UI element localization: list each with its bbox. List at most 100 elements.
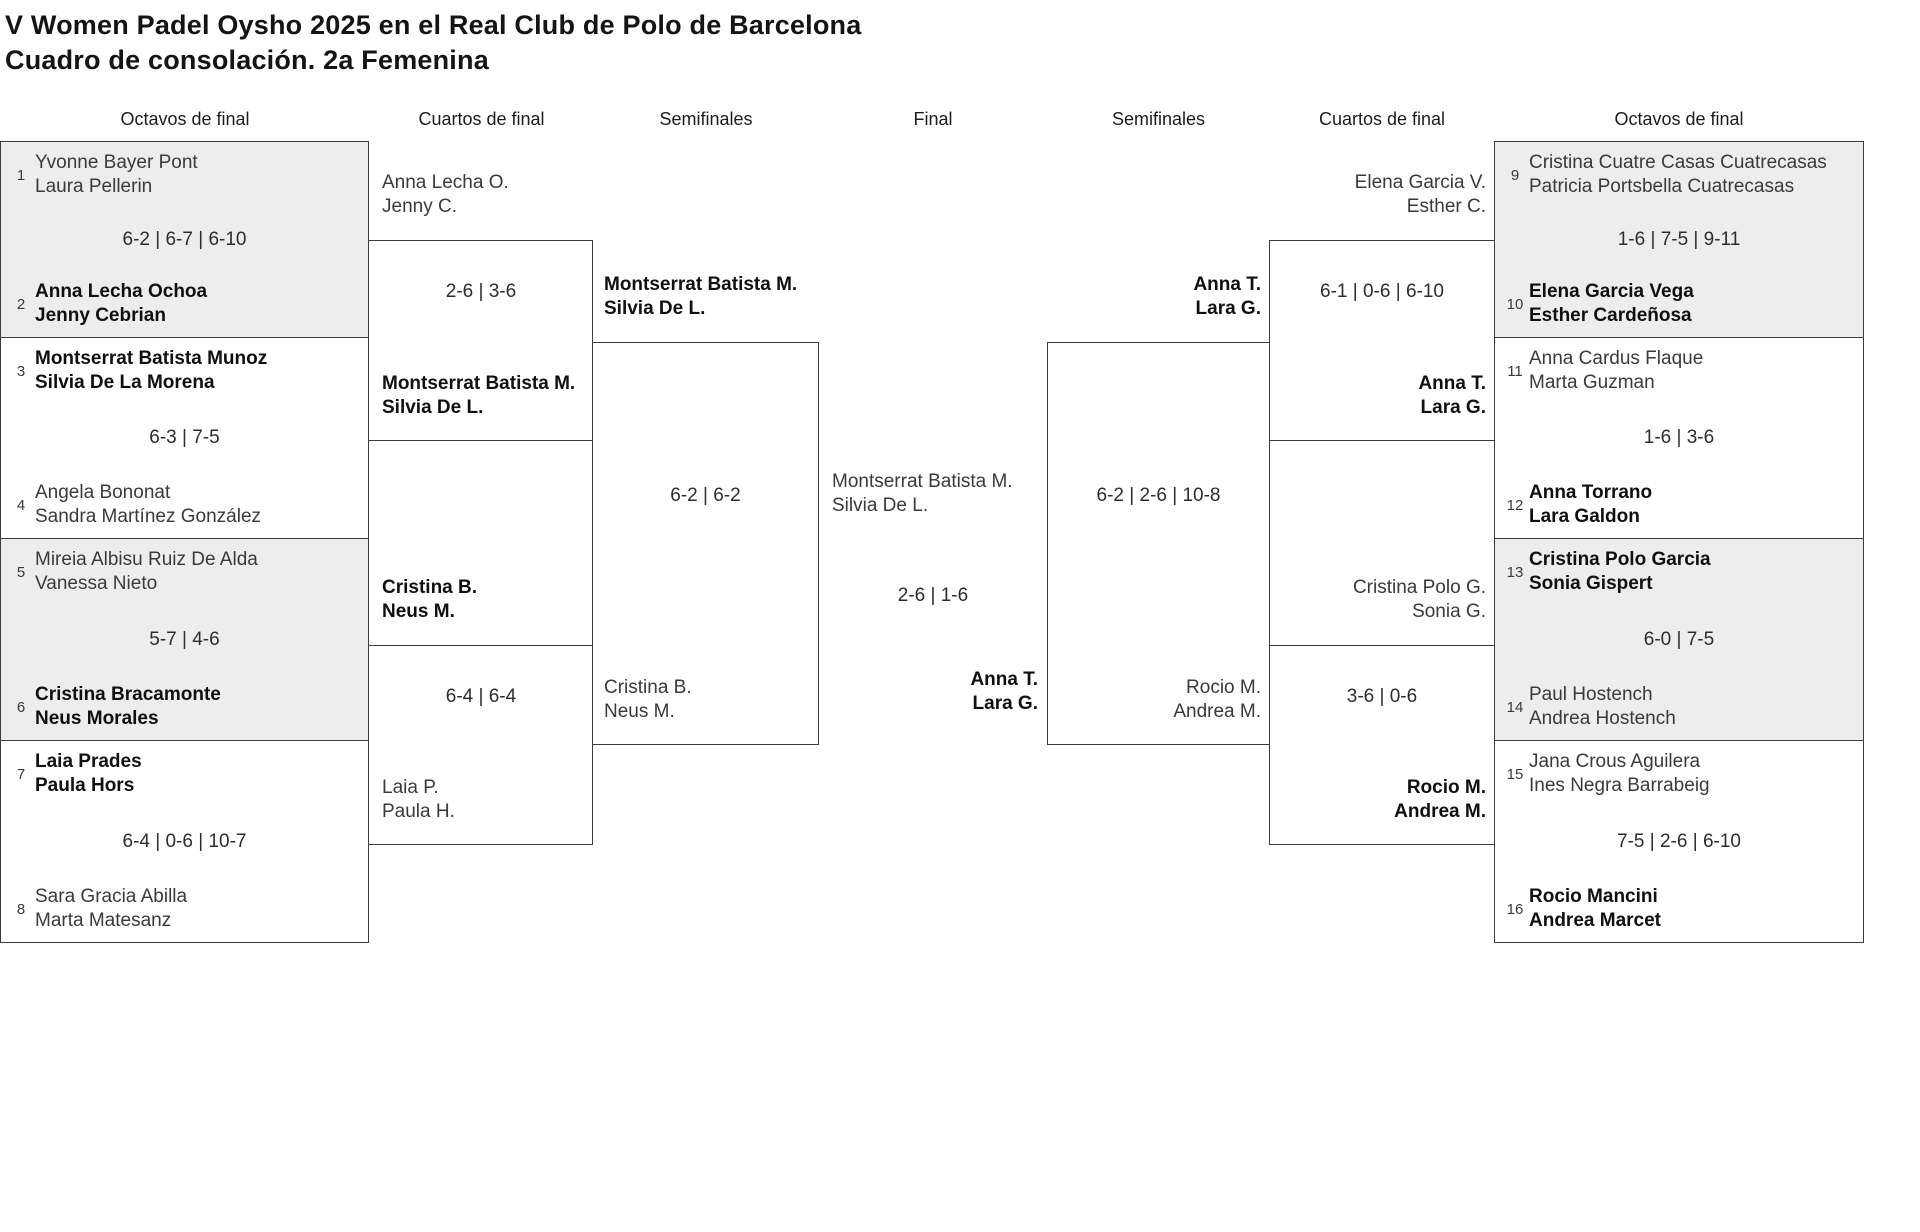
- seed-number: 4: [16, 496, 26, 514]
- player-name: Rocio Mancini: [1529, 886, 1658, 907]
- player-name: Cristina Bracamonte: [35, 684, 221, 705]
- player-name: Elena Garcia Vega: [1529, 281, 1694, 302]
- player-name: Mireia Albisu Ruiz De Alda: [35, 549, 258, 570]
- score-cuartos-right1: 6-1 | 0-6 | 6-10: [1320, 281, 1444, 302]
- octavos-match-2: 3 Montserrat Batista Munoz Silvia De La …: [0, 337, 369, 539]
- seed-number: 2: [16, 295, 26, 313]
- seed-number: 14: [1506, 698, 1524, 716]
- round-header-semis-right: Semifinales: [1111, 109, 1206, 129]
- round-header-cuartos-right: Cuartos de final: [1318, 109, 1446, 129]
- team-semifinal-right-winner: Anna T. Lara G.: [1047, 273, 1261, 321]
- tournament-title: V Women Padel Oysho 2025 en el Real Club…: [5, 10, 862, 40]
- player-name: Cristina B.: [604, 677, 692, 698]
- team-cuartos-left2-winner: Cristina B. Neus M.: [382, 576, 477, 624]
- player-name: Laura Pellerin: [35, 176, 153, 197]
- player-name: Rocio M.: [1186, 677, 1261, 698]
- player-name: Paul Hostench: [1529, 684, 1653, 705]
- player-name: Lara G.: [972, 693, 1038, 714]
- team-row-winner: 2 Anna Lecha Ochoa Jenny Cebrian: [1, 280, 368, 328]
- player-name: Andrea Hostench: [1529, 708, 1676, 729]
- seed-number: 10: [1506, 295, 1524, 313]
- player-name: Neus M.: [604, 701, 675, 722]
- octavos-match-6: 11 Anna Cardus Flaque Marta Guzman 1-6 |…: [1494, 337, 1864, 539]
- score-semifinal-left: 6-2 | 6-2: [670, 485, 741, 506]
- player-name: Lara G.: [1195, 298, 1261, 319]
- octavos-match-4: 7 Laia Prades Paula Hors 6-4 | 0-6 | 10-…: [0, 740, 369, 943]
- team-cuartos-left1-top: Anna Lecha O. Jenny C.: [382, 171, 509, 219]
- player-name: Jenny C.: [382, 196, 457, 217]
- match-score: 6-4 | 0-6 | 10-7: [122, 830, 247, 852]
- match-score: 6-0 | 7-5: [1643, 628, 1715, 650]
- player-name: Lara G.: [1420, 397, 1486, 418]
- team-cuartos-right2-top: Cristina Polo G. Sonia G.: [1270, 576, 1486, 624]
- seed-number: 7: [16, 765, 26, 783]
- match-score: 6-2 | 6-7 | 6-10: [122, 228, 247, 250]
- player-name: Anna T.: [1418, 373, 1486, 394]
- player-name: Paula H.: [382, 801, 455, 822]
- player-name: Andrea M.: [1173, 701, 1261, 722]
- round-header-final: Final: [913, 109, 953, 129]
- team-row: 15 Jana Crous Aguilera Ines Negra Barrab…: [1495, 750, 1863, 798]
- player-name: Lara Galdon: [1529, 506, 1640, 527]
- player-name: Anna Lecha O.: [382, 172, 509, 193]
- team-semifinal-right-bottom: Rocio M. Andrea M.: [1047, 676, 1261, 724]
- seed-number: 11: [1507, 362, 1523, 380]
- player-name: Montserrat Batista M.: [832, 471, 1013, 492]
- round-header-octavos-right: Octavos de final: [1614, 109, 1744, 129]
- match-score: 7-5 | 2-6 | 6-10: [1617, 830, 1741, 852]
- seed-number: 9: [1510, 166, 1520, 184]
- seed-number: 13: [1506, 563, 1524, 581]
- player-name: Anna T.: [970, 669, 1038, 690]
- player-name: Yvonne Bayer Pont: [35, 152, 198, 173]
- team-cuartos-right1-top: Elena Garcia V. Esther C.: [1270, 171, 1486, 219]
- player-name: Andrea M.: [1394, 801, 1486, 822]
- team-row-winner: 10 Elena Garcia Vega Esther Cardeñosa: [1495, 280, 1863, 328]
- player-name: Jenny Cebrian: [35, 305, 166, 326]
- team-cuartos-right2-winner: Rocio M. Andrea M.: [1270, 776, 1486, 824]
- player-name: Silvia De L.: [382, 397, 484, 418]
- player-name: Marta Guzman: [1529, 372, 1655, 393]
- player-name: Paula Hors: [35, 775, 135, 796]
- seed-number: 16: [1506, 900, 1524, 918]
- team-row-winner: 13 Cristina Polo Garcia Sonia Gispert: [1495, 548, 1863, 596]
- player-name: Neus M.: [382, 601, 455, 622]
- team-cuartos-left1-winner: Montserrat Batista M. Silvia De L.: [382, 372, 575, 420]
- player-name: Sonia Gispert: [1529, 573, 1653, 594]
- player-name: Neus Morales: [35, 708, 159, 729]
- player-name: Cristina Polo G.: [1352, 577, 1486, 598]
- score-semifinal-right: 6-2 | 2-6 | 10-8: [1096, 485, 1221, 506]
- player-name: Anna Lecha Ochoa: [35, 281, 208, 302]
- seed-number: 8: [16, 900, 26, 918]
- tournament-subtitle: Cuadro de consolación. 2a Femenina: [5, 45, 489, 75]
- player-name: Jana Crous Aguilera: [1529, 751, 1701, 772]
- player-name: Montserrat Batista M.: [382, 373, 576, 394]
- team-row: 9 Cristina Cuatre Casas Cuatrecasas Patr…: [1495, 151, 1863, 199]
- team-semifinal-left-bottom: Cristina B. Neus M.: [604, 676, 692, 724]
- team-final-winner: Anna T. Lara G.: [819, 668, 1038, 716]
- team-row: 1 Yvonne Bayer Pont Laura Pellerin: [1, 151, 368, 199]
- connector-semifinal-right: [1047, 342, 1270, 745]
- player-name: Montserrat Batista Munoz: [35, 348, 268, 369]
- team-row: 11 Anna Cardus Flaque Marta Guzman: [1495, 347, 1863, 395]
- player-name: Patricia Portsbella Cuatrecasas: [1529, 176, 1795, 197]
- octavos-match-8: 15 Jana Crous Aguilera Ines Negra Barrab…: [1494, 740, 1864, 943]
- team-cuartos-left2-bottom: Laia P. Paula H.: [382, 776, 455, 824]
- round-header-cuartos-left: Cuartos de final: [418, 109, 545, 129]
- player-name: Vanessa Nieto: [35, 573, 158, 594]
- player-name: Silvia De L.: [604, 298, 706, 319]
- seed-number: 15: [1506, 765, 1524, 783]
- player-name: Montserrat Batista M.: [604, 274, 798, 295]
- team-row-winner: 16 Rocio Mancini Andrea Marcet: [1495, 885, 1863, 933]
- player-name: Esther Cardeñosa: [1529, 305, 1692, 326]
- player-name: Cristina B.: [382, 577, 478, 598]
- team-row: 8 Sara Gracia Abilla Marta Matesanz: [1, 885, 368, 933]
- team-cuartos-right1-winner: Anna T. Lara G.: [1270, 372, 1486, 420]
- match-score: 1-6 | 7-5 | 9-11: [1617, 228, 1741, 250]
- seed-number: 1: [16, 166, 26, 184]
- player-name: Anna Cardus Flaque: [1529, 348, 1704, 369]
- team-row-winner: 12 Anna Torrano Lara Galdon: [1495, 481, 1863, 529]
- seed-number: 5: [16, 563, 26, 581]
- seed-number: 6: [16, 698, 26, 716]
- team-row: 4 Angela Bononat Sandra Martínez Gonzále…: [1, 481, 368, 529]
- score-cuartos-left2: 6-4 | 6-4: [445, 686, 517, 707]
